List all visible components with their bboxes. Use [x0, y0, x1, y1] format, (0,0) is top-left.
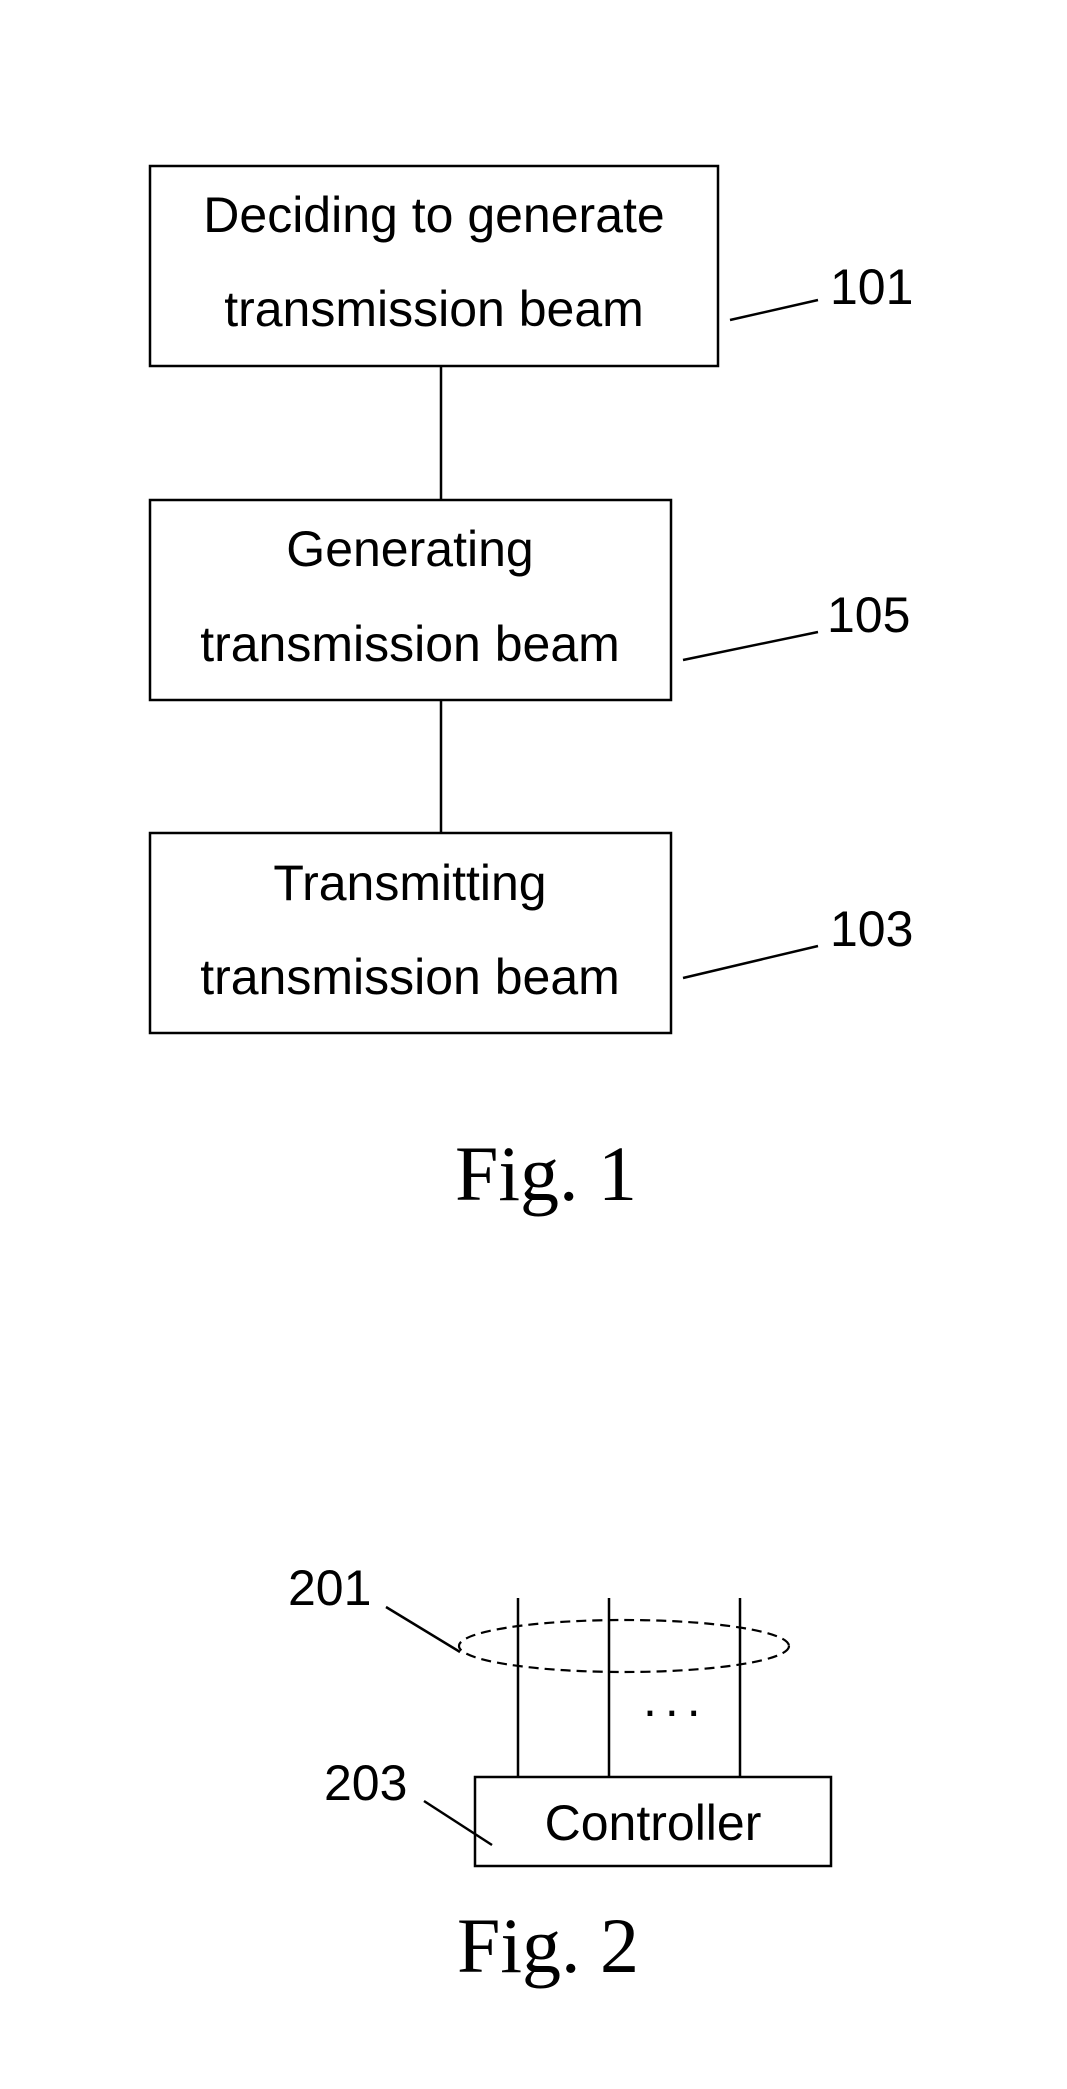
fig2-diagram: ... 201 Controller 203 Fig. 2 — [288, 1560, 831, 1989]
step-103-line1: Transmitting — [273, 855, 546, 911]
leader-105 — [683, 632, 818, 660]
fig1-flowchart: Deciding to generate transmission beam 1… — [150, 166, 913, 1217]
fig1-caption: Fig. 1 — [455, 1130, 637, 1217]
step-101-line2: transmission beam — [224, 281, 644, 337]
leader-103 — [683, 946, 818, 978]
step-105-line1: Generating — [286, 521, 533, 577]
step-103-line2: transmission beam — [200, 949, 620, 1005]
ellipsis: ... — [643, 1671, 709, 1727]
fig2-caption: Fig. 2 — [457, 1902, 639, 1989]
controller-label: Controller — [545, 1795, 762, 1851]
ref-203: 203 — [324, 1755, 407, 1811]
ref-105: 105 — [827, 587, 910, 643]
step-101-line1: Deciding to generate — [203, 187, 664, 243]
ref-103: 103 — [830, 901, 913, 957]
step-105-line2: transmission beam — [200, 616, 620, 672]
ref-101: 101 — [830, 259, 913, 315]
leader-101 — [730, 300, 818, 320]
leader-201 — [386, 1607, 460, 1652]
ref-201: 201 — [288, 1560, 371, 1616]
